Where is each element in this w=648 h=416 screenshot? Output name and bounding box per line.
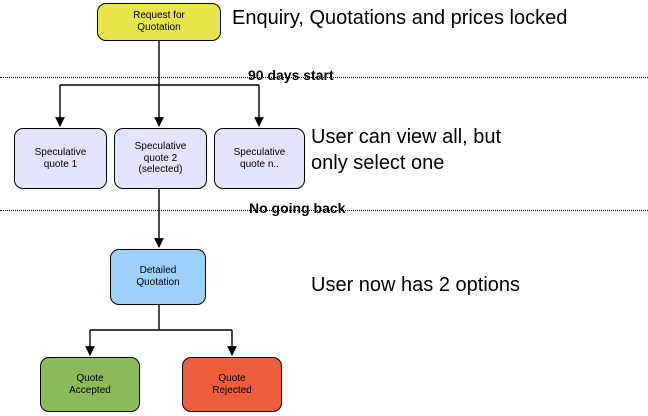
node-speculative-quote-2-selected[interactable]: Speculative quote 2 (selected) bbox=[114, 128, 207, 189]
phase-divider-label-no-going-back: No going back bbox=[249, 200, 346, 216]
phase-divider-label-90-days: 90 days start bbox=[248, 67, 334, 83]
node-detailed-quotation[interactable]: Detailed Quotation bbox=[110, 249, 206, 305]
node-request-for-quotation[interactable]: Request for Quotation bbox=[97, 3, 221, 41]
node-speculative-quote-1[interactable]: Speculative quote 1 bbox=[14, 128, 107, 189]
annotation-view-all-select-one: User can view all, but only select one bbox=[311, 126, 502, 175]
node-quote-rejected[interactable]: Quote Rejected bbox=[182, 357, 282, 412]
annotation-two-options: User now has 2 options bbox=[311, 274, 521, 296]
phase-divider-no-going-back bbox=[0, 210, 648, 211]
node-speculative-quote-n[interactable]: Speculative quote n.. bbox=[214, 128, 305, 189]
phase-divider-90-days bbox=[0, 77, 648, 78]
annotation-enquiry-locked: Enquiry, Quotations and prices locked bbox=[232, 7, 568, 29]
node-quote-accepted[interactable]: Quote Accepted bbox=[40, 357, 140, 412]
